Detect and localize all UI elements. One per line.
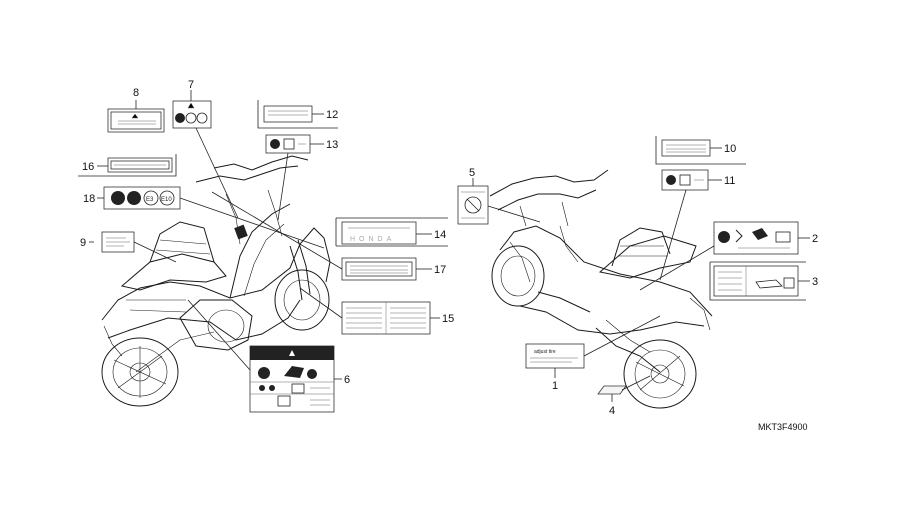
leader-line-6b — [187, 299, 251, 371]
diagram-code: MKT3F4900 — [758, 422, 808, 432]
leader-line-5b — [487, 205, 541, 223]
callout-1: 1 — [552, 380, 558, 392]
leader-line-9b — [133, 241, 177, 263]
label-14-sticker: HONDA — [335, 217, 448, 247]
label-15-sticker — [341, 301, 431, 335]
label-11-sticker — [661, 169, 709, 191]
callout-10: 10 — [724, 143, 736, 155]
label-8-caution-sticker — [107, 108, 165, 133]
callout-7: 7 — [188, 79, 194, 91]
callout-15: 15 — [442, 313, 454, 325]
leader-line-11b — [659, 189, 687, 281]
leader-line-1b — [583, 315, 661, 357]
label-5-sticker — [457, 185, 489, 225]
label-18-fuel-sticker: E3 E10 — [103, 186, 181, 210]
label-18-e3-text: E3 — [146, 197, 154, 203]
leader-line-7b — [195, 127, 239, 219]
callout-16: 16 — [82, 161, 94, 173]
callout-18: 18 — [83, 193, 95, 205]
label-1-tire-info-sticker: adjust tire — [525, 343, 585, 369]
label-17-sticker — [341, 257, 417, 281]
callout-2: 2 — [812, 233, 818, 245]
label-3-sticker — [709, 261, 806, 301]
callout-13: 13 — [326, 139, 338, 151]
callout-4: 4 — [609, 405, 615, 417]
callout-17: 17 — [434, 264, 446, 276]
label-4-reflector-sticker — [597, 385, 627, 395]
label-12-sticker — [257, 100, 338, 129]
label-2-tire-sticker — [713, 221, 799, 255]
leader-line-15b — [299, 287, 343, 319]
label-13-sticker — [265, 134, 311, 154]
label-9-sticker — [101, 231, 135, 253]
callout-14: 14 — [434, 229, 446, 241]
left-scooter-drawing — [101, 155, 331, 407]
leader-line-13b — [277, 152, 289, 221]
callout-12: 12 — [326, 109, 338, 121]
leader-line-4b — [621, 375, 651, 391]
leader-line-17b — [211, 191, 343, 270]
callout-5: 5 — [469, 167, 475, 179]
callout-8: 8 — [133, 87, 139, 99]
callout-6: 6 — [344, 374, 350, 386]
leader-line-2b — [639, 245, 715, 291]
right-scooter-drawing — [489, 169, 713, 409]
callout-11: 11 — [724, 175, 735, 187]
leader-line-18b — [179, 197, 325, 249]
callout-9: 9 — [80, 237, 86, 249]
label-14-logo-text: HONDA — [350, 236, 395, 243]
label-7-passenger-sticker — [172, 100, 212, 129]
label-10-sticker — [655, 136, 746, 165]
label-1-heading-text: adjust tire — [534, 349, 556, 355]
label-18-e10-text: E10 — [161, 197, 172, 203]
label-6-safety-sticker — [249, 345, 335, 413]
callout-3: 3 — [812, 276, 818, 288]
label-16-sticker — [78, 154, 177, 177]
